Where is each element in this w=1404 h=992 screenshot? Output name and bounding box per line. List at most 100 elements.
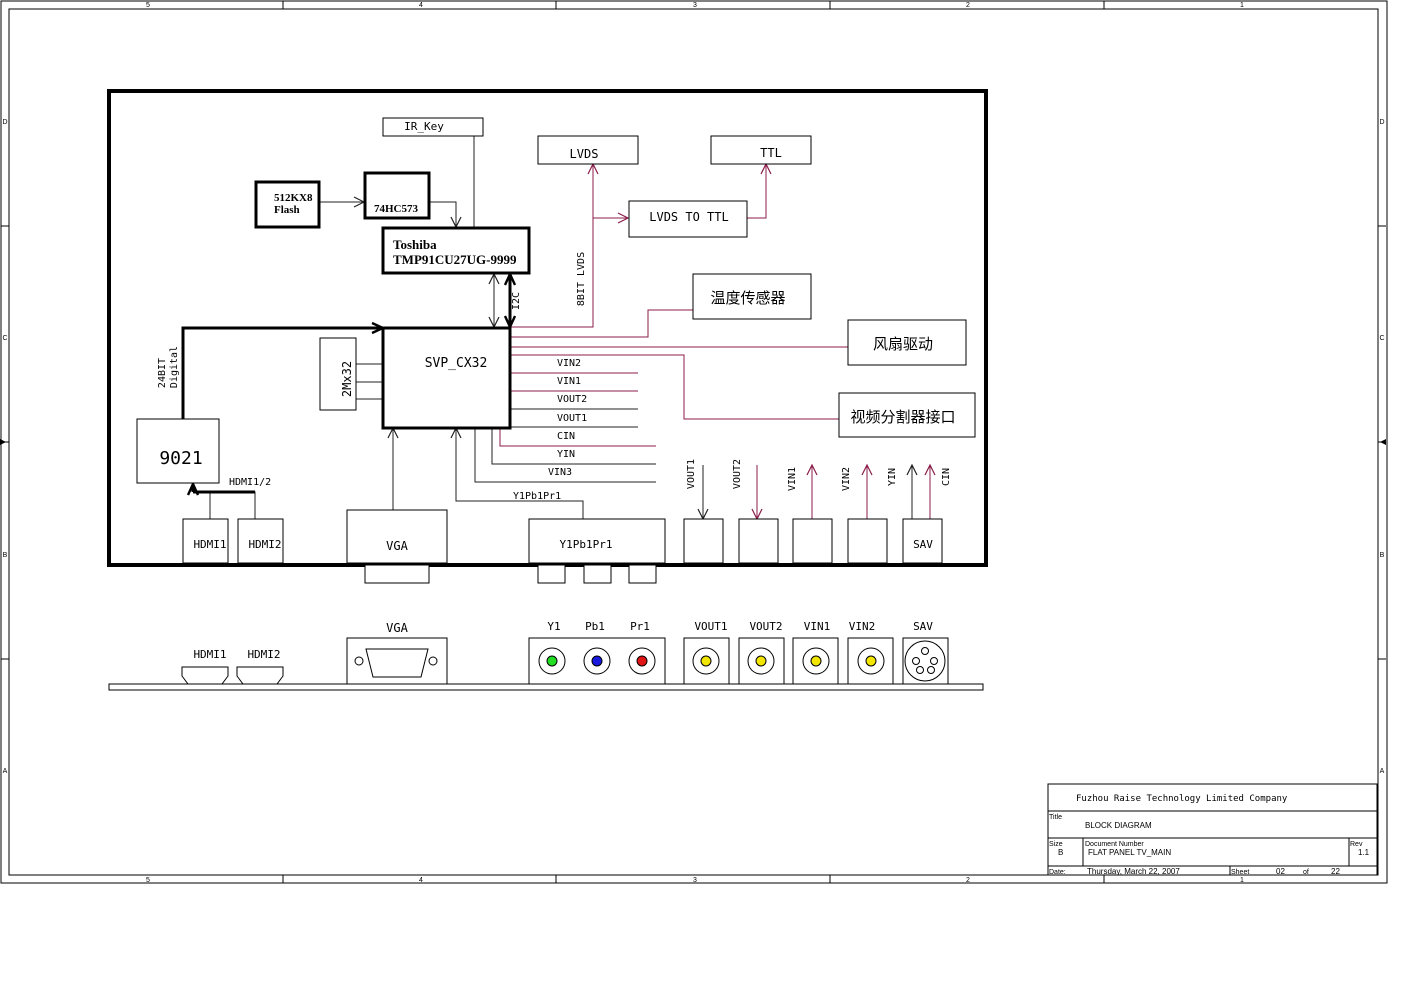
hdmi2-label: HDMI2 — [248, 538, 281, 551]
panel-pb-label: Pb1 — [585, 620, 605, 633]
hdmi2-jack-icon — [236, 666, 284, 685]
frame-col-bottom-4: 4 — [419, 877, 423, 884]
ir-key-box — [382, 117, 484, 137]
frame-row-right-d: D — [1379, 119, 1384, 126]
size-value: B — [1058, 848, 1063, 857]
title-value: BLOCK DIAGRAM — [1085, 821, 1152, 830]
hdmi1-jack-icon — [181, 666, 229, 685]
vin1-box — [792, 518, 833, 564]
panel-sav-label: SAV — [913, 620, 933, 633]
panel-hdmi1-label: HDMI1 — [193, 648, 226, 661]
hdmi1-label: HDMI1 — [193, 538, 226, 551]
bold-buses — [181, 274, 510, 492]
vin2-port-label: VIN2 — [841, 467, 852, 491]
title-block-frame — [1047, 783, 1378, 876]
sav-label: SAV — [913, 538, 933, 551]
vin1-signal-label: VIN1 — [557, 376, 581, 387]
mcu-label-1: Toshiba — [393, 237, 437, 252]
frame-col-top-1: 1 — [1240, 2, 1244, 9]
ttl-box — [710, 135, 812, 165]
date-label: Date: — [1049, 869, 1066, 876]
vga-jack-icon — [346, 637, 448, 685]
panel-vga-label: VGA — [386, 621, 408, 635]
y-jack-icon — [538, 647, 566, 675]
frame-row-left-d: D — [2, 119, 7, 126]
fan-driver-label: 风扇驱动 — [873, 335, 933, 353]
hdmi12-label: HDMI1/2 — [229, 477, 271, 488]
yin-port-label: YIN — [887, 468, 898, 486]
latch-to-mcu-line — [429, 201, 456, 227]
ypbpr-tab-3 — [628, 564, 657, 584]
signal-lines-red — [499, 164, 930, 519]
ypbpr-signal-label: Y1Pb1Pr1 — [513, 491, 561, 502]
vin1-port-label: VIN1 — [787, 467, 798, 491]
svideo-jack-icon — [904, 640, 946, 682]
digital-24bit-bus — [181, 328, 383, 419]
docnum-label: Document Number — [1085, 841, 1144, 848]
panel-pr-label: Pr1 — [630, 620, 650, 633]
ttl-label: TTL — [760, 146, 782, 160]
vout2-jack-dot — [755, 655, 767, 667]
pb-jack-icon — [583, 647, 611, 675]
panel-vout1-label: VOUT1 — [694, 620, 727, 633]
lvds-to-ttl-label: LVDS TO TTL — [649, 210, 728, 224]
blocks — [136, 117, 976, 584]
frame-col-bottom-5: 5 — [146, 877, 150, 884]
vout2-signal-label: VOUT2 — [557, 394, 587, 405]
vout1-port-label: VOUT1 — [686, 459, 697, 489]
frame-row-right-a: A — [1380, 768, 1385, 775]
vout2-box — [738, 518, 779, 564]
ypbpr-label: Y1Pb1Pr1 — [560, 538, 613, 551]
title-block: Fuzhou Raise Technology Limited Company … — [1049, 794, 1370, 876]
frame-row-right-c: C — [1379, 335, 1384, 342]
vin2-signal-label: VIN2 — [557, 358, 581, 369]
of-value: 22 — [1331, 867, 1340, 876]
vout1-signal-label: VOUT1 — [557, 413, 587, 424]
lvds-8bit-label: 8BIT LVDS — [576, 252, 587, 306]
sdram-label: 2Mx32 — [340, 361, 354, 397]
vin2-jack-dot — [865, 655, 877, 667]
date-value: Thursday, March 22, 2007 — [1087, 867, 1180, 876]
panel-hdmi-jacks — [181, 666, 284, 685]
cin-port-label: CIN — [941, 468, 952, 486]
frame-col-top-4: 4 — [419, 2, 423, 9]
vin3-line — [491, 428, 656, 465]
flash-label-1: 512KX8 — [274, 192, 313, 204]
flash-label-2: Flash — [274, 204, 300, 216]
panel-hdmi2-label: HDMI2 — [247, 648, 280, 661]
yin-signal-label: YIN — [557, 449, 575, 460]
vout1-jack-dot — [700, 655, 712, 667]
cin-line — [499, 428, 656, 447]
flash-box — [254, 180, 321, 229]
ypbpr-line — [456, 428, 584, 519]
frame-col-top-2: 2 — [966, 2, 970, 9]
svp-box — [381, 326, 512, 430]
sdram-box — [319, 337, 357, 411]
rev-value: 1.1 — [1358, 848, 1370, 857]
vout1-jack-icon — [692, 647, 720, 675]
vin2-box — [847, 518, 888, 564]
hdmi-bus-line — [209, 491, 256, 519]
frame-col-top-5: 5 — [146, 2, 150, 9]
cin-signal-label: CIN — [557, 431, 575, 442]
frame-row-left-a: A — [3, 768, 8, 775]
of-label: of — [1303, 869, 1309, 876]
panel-labels: HDMI1 HDMI2 VGA Y1 Pb1 Pr1 VOUT1 VOUT2 V… — [193, 620, 933, 661]
rca-jacks — [528, 637, 949, 685]
pr-jack-icon — [628, 647, 656, 675]
digital-24bit-label-1: 24BIT — [157, 358, 168, 388]
video-splitter-box — [838, 392, 976, 438]
signal-lines-dark — [209, 136, 912, 519]
video-splitter-line — [510, 354, 839, 420]
vga-box — [346, 509, 448, 564]
ir-key-label: IR_Key — [404, 120, 444, 133]
panel-rail — [108, 683, 984, 691]
hdmi-rx-box — [136, 418, 220, 484]
yin-line — [474, 428, 656, 483]
sheet-value: 02 — [1276, 867, 1285, 876]
lvds-to-ttl-box — [628, 200, 748, 238]
temp-sensor-label: 温度传感器 — [710, 289, 785, 307]
sheet-label: Sheet — [1231, 869, 1249, 876]
rev-label: Rev — [1350, 841, 1363, 848]
connector-port-labels: VOUT1 VOUT2 VIN1 VIN2 YIN CIN — [686, 459, 952, 491]
